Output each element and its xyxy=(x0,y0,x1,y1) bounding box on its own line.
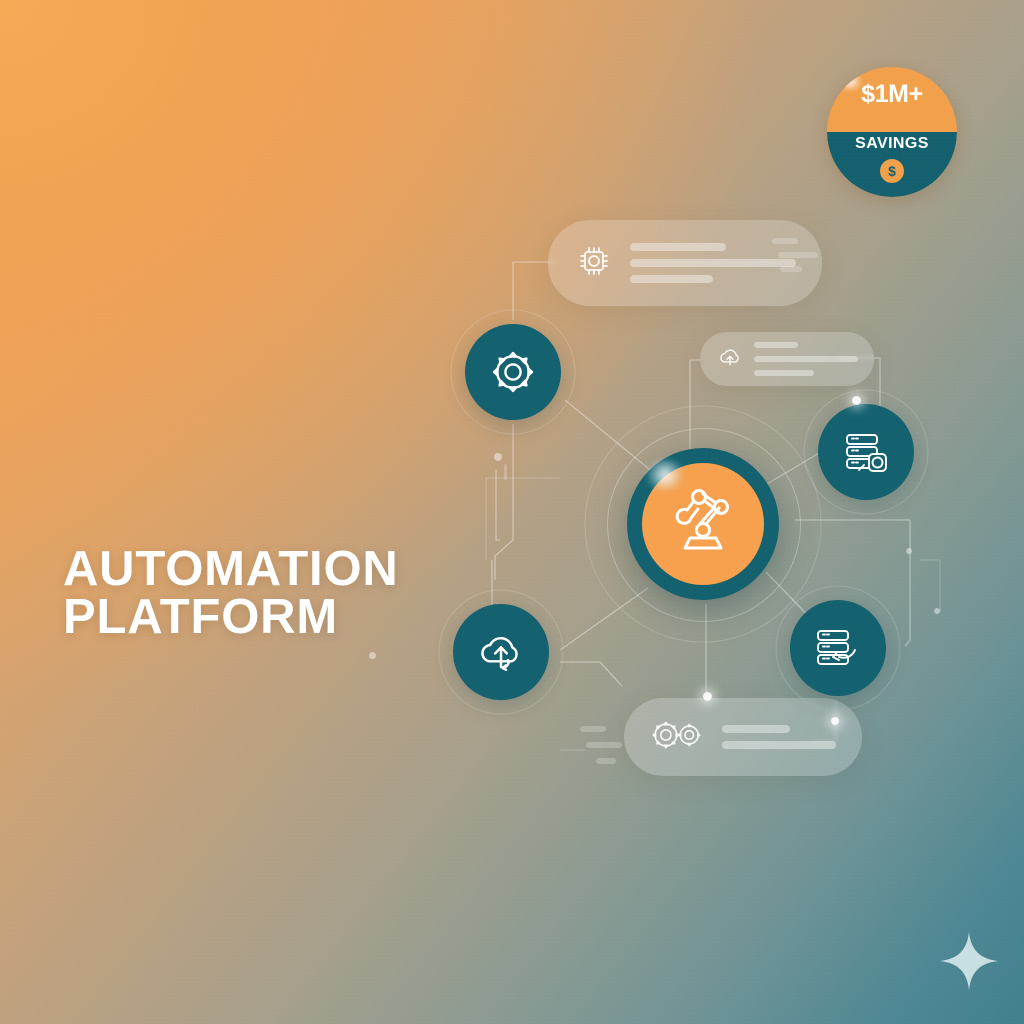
page-title: AUTOMATION PLATFORM xyxy=(63,541,483,644)
glow-dot xyxy=(369,652,376,659)
decor-streak xyxy=(778,252,818,258)
node-server-monitoring[interactable] xyxy=(818,404,914,500)
node-data-transfer[interactable] xyxy=(790,600,886,696)
glow-dot xyxy=(852,396,861,405)
gear-icon xyxy=(487,346,539,398)
title-line-1: AUTOMATION xyxy=(63,541,399,596)
card-placeholder-bars xyxy=(722,725,836,749)
hub-highlight xyxy=(643,460,687,490)
node-settings[interactable] xyxy=(465,324,561,420)
info-card-cloud[interactable] xyxy=(700,332,874,386)
double-gear-icon xyxy=(650,716,706,759)
badge-amount: $1M+ xyxy=(861,80,923,108)
glow-dot xyxy=(831,717,839,725)
hub-node-robotic-arm[interactable] xyxy=(627,448,779,600)
decor-streak xyxy=(586,742,622,748)
hub-core xyxy=(642,463,764,585)
glow-dot xyxy=(494,453,502,461)
card-placeholder-bars xyxy=(630,243,796,283)
glow-dot xyxy=(906,548,912,554)
decor-streak xyxy=(504,464,507,480)
decor-streak xyxy=(580,726,606,732)
glow-dot xyxy=(703,692,712,701)
badge-highlight xyxy=(835,72,865,90)
cloud-upload-icon xyxy=(716,343,744,376)
decor-streak xyxy=(596,758,616,764)
server-transfer-icon xyxy=(811,621,865,675)
savings-badge[interactable]: $1M+ SAVINGS $ xyxy=(827,67,957,197)
cloud-upload-icon xyxy=(473,624,529,680)
info-card-chip[interactable] xyxy=(548,220,822,306)
info-card-gears[interactable] xyxy=(624,698,862,776)
sparkle-icon xyxy=(938,930,1000,997)
dollar-coin-icon: $ xyxy=(880,159,904,183)
server-monitor-icon xyxy=(839,425,893,479)
robotic-arm-icon xyxy=(661,480,745,569)
decor-streak xyxy=(772,238,798,244)
hub-outer-ring xyxy=(607,428,801,622)
card-placeholder-bars xyxy=(754,342,858,376)
decor-streak xyxy=(780,266,802,272)
glow-dot xyxy=(934,608,940,614)
badge-caption: SAVINGS xyxy=(855,135,929,152)
title-line-2: PLATFORM xyxy=(63,589,338,644)
node-cloud-upload[interactable] xyxy=(453,604,549,700)
microchip-icon xyxy=(574,241,614,286)
